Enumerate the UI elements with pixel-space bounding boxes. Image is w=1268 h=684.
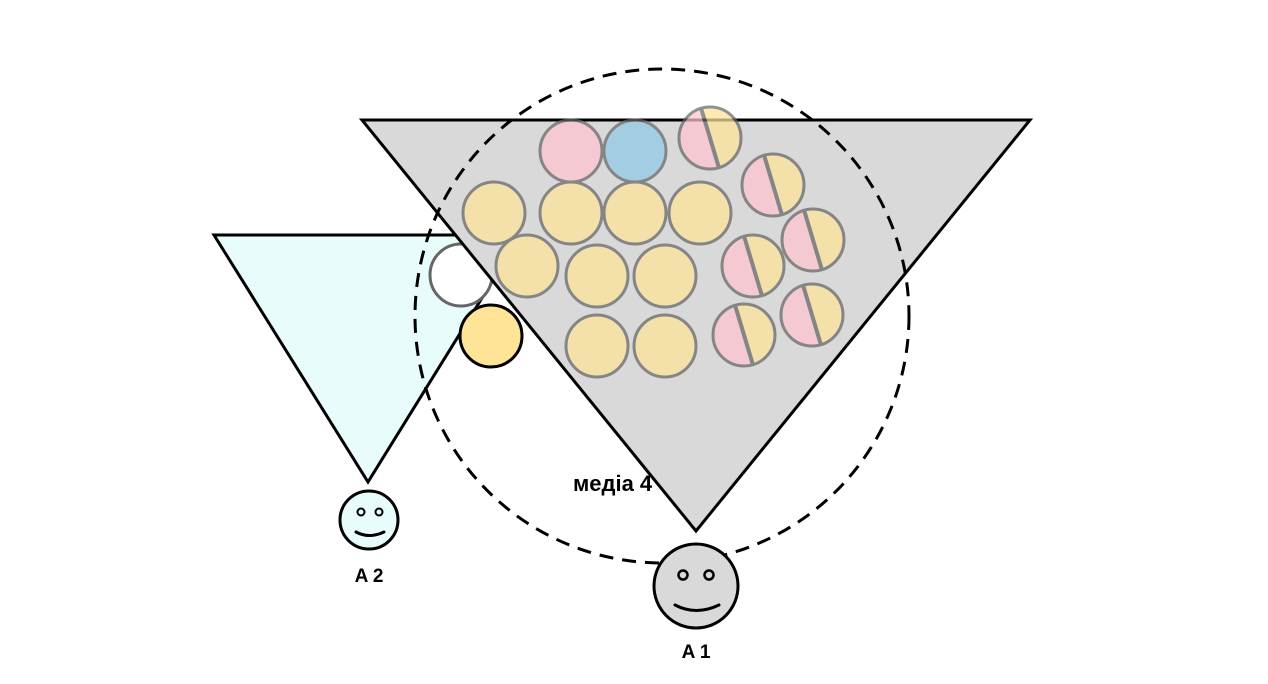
item-yellow xyxy=(564,243,630,309)
outside-items xyxy=(428,242,524,369)
item-yellow xyxy=(667,180,733,246)
agent-2-label: A 2 xyxy=(355,566,384,587)
item-yellow-outside xyxy=(458,303,524,369)
item-blue xyxy=(602,118,668,184)
item-yellow xyxy=(494,233,560,299)
media-items xyxy=(461,105,846,379)
item-pink xyxy=(538,118,604,184)
smiley-face-icon xyxy=(338,489,400,551)
item-yellow xyxy=(632,243,698,309)
item-split xyxy=(711,302,777,368)
item-split xyxy=(677,105,743,171)
item-yellow xyxy=(461,180,527,246)
item-yellow xyxy=(564,313,630,379)
item-yellow xyxy=(632,313,698,379)
media-label: медіа 4 xyxy=(573,471,653,496)
media-boundary-circle xyxy=(413,67,911,565)
smiley-face-icon xyxy=(652,542,740,630)
item-yellow xyxy=(538,180,604,246)
item-split xyxy=(720,233,786,299)
item-yellow xyxy=(602,180,668,246)
item-split xyxy=(740,152,806,218)
item-split xyxy=(779,282,845,348)
item-split xyxy=(780,207,846,273)
agent-1-label: A 1 xyxy=(682,642,711,663)
